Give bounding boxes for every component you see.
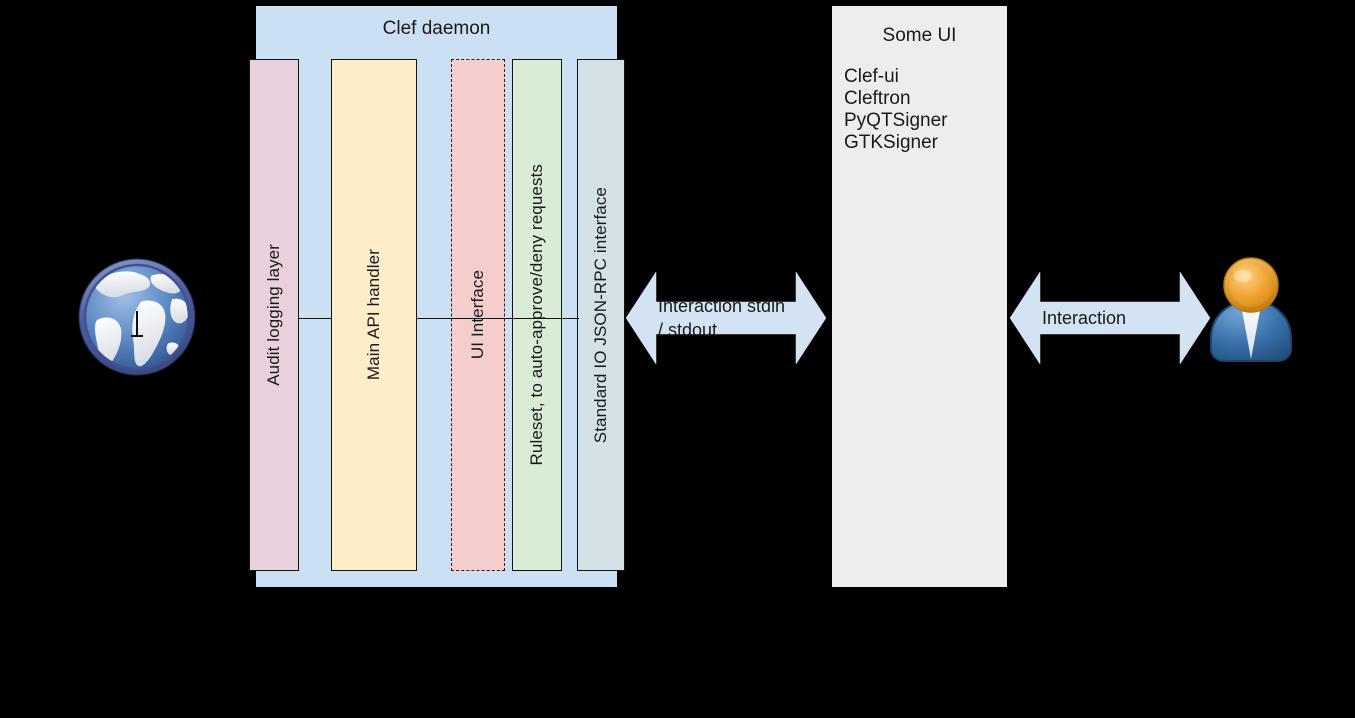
some-ui-title: Some UI — [882, 25, 957, 46]
arrow-label-stdio: Interaction stdin / stdout — [658, 272, 808, 364]
arrow-label-line-2: / stdout — [658, 320, 718, 340]
daemon-column-audit-logging-layer[interactable]: Audit logging layer — [249, 59, 299, 571]
daemon-column-main-api-handler[interactable]: Main API handler — [331, 59, 417, 571]
daemon-column-stdio-jsonrpc-interface[interactable]: Standard IO JSON-RPC interface — [577, 59, 625, 571]
user-icon — [1205, 255, 1297, 365]
daemon-column-ui-interface[interactable]: UI Interface — [451, 59, 505, 571]
double-arrow-icon — [1010, 272, 1210, 364]
some-ui-list: Clef-ui Cleftron PyQTSigner GTKSigner — [844, 66, 947, 154]
daemon-column-label: Ruleset, to auto-approve/deny requests — [527, 164, 546, 466]
clef-daemon-title: Clef daemon — [382, 18, 491, 39]
list-item: Clef-ui — [844, 66, 899, 87]
globe-icon — [73, 253, 201, 381]
double-arrow-icon — [626, 272, 826, 364]
some-ui-panel: Some UI Clef-ui Cleftron PyQTSigner GTKS… — [832, 6, 1007, 587]
arrow-label-line-1: Interaction — [1042, 308, 1127, 328]
daemon-column-label: Audit logging layer — [264, 244, 283, 386]
daemon-column-label: Standard IO JSON-RPC interface — [591, 186, 610, 444]
list-item: PyQTSigner — [844, 110, 948, 131]
clef-daemon-container — [256, 6, 617, 587]
daemon-column-label: UI Interface — [468, 270, 487, 360]
list-item: GTKSigner — [844, 132, 938, 153]
daemon-column-ruleset[interactable]: Ruleset, to auto-approve/deny requests — [512, 59, 562, 571]
connector-line-audit-to-api — [298, 318, 332, 319]
arrow-label-interaction: Interaction — [1042, 272, 1192, 364]
arrow-label-line-1: Interaction stdin — [658, 296, 786, 316]
arrow-interaction-stdio: Interaction stdin / stdout — [626, 272, 826, 364]
list-item: Cleftron — [844, 88, 911, 109]
daemon-column-label: Main API handler — [364, 249, 383, 381]
connector-line-api-to-ruleset — [416, 318, 579, 319]
arrow-interaction-user: Interaction — [1010, 272, 1210, 364]
